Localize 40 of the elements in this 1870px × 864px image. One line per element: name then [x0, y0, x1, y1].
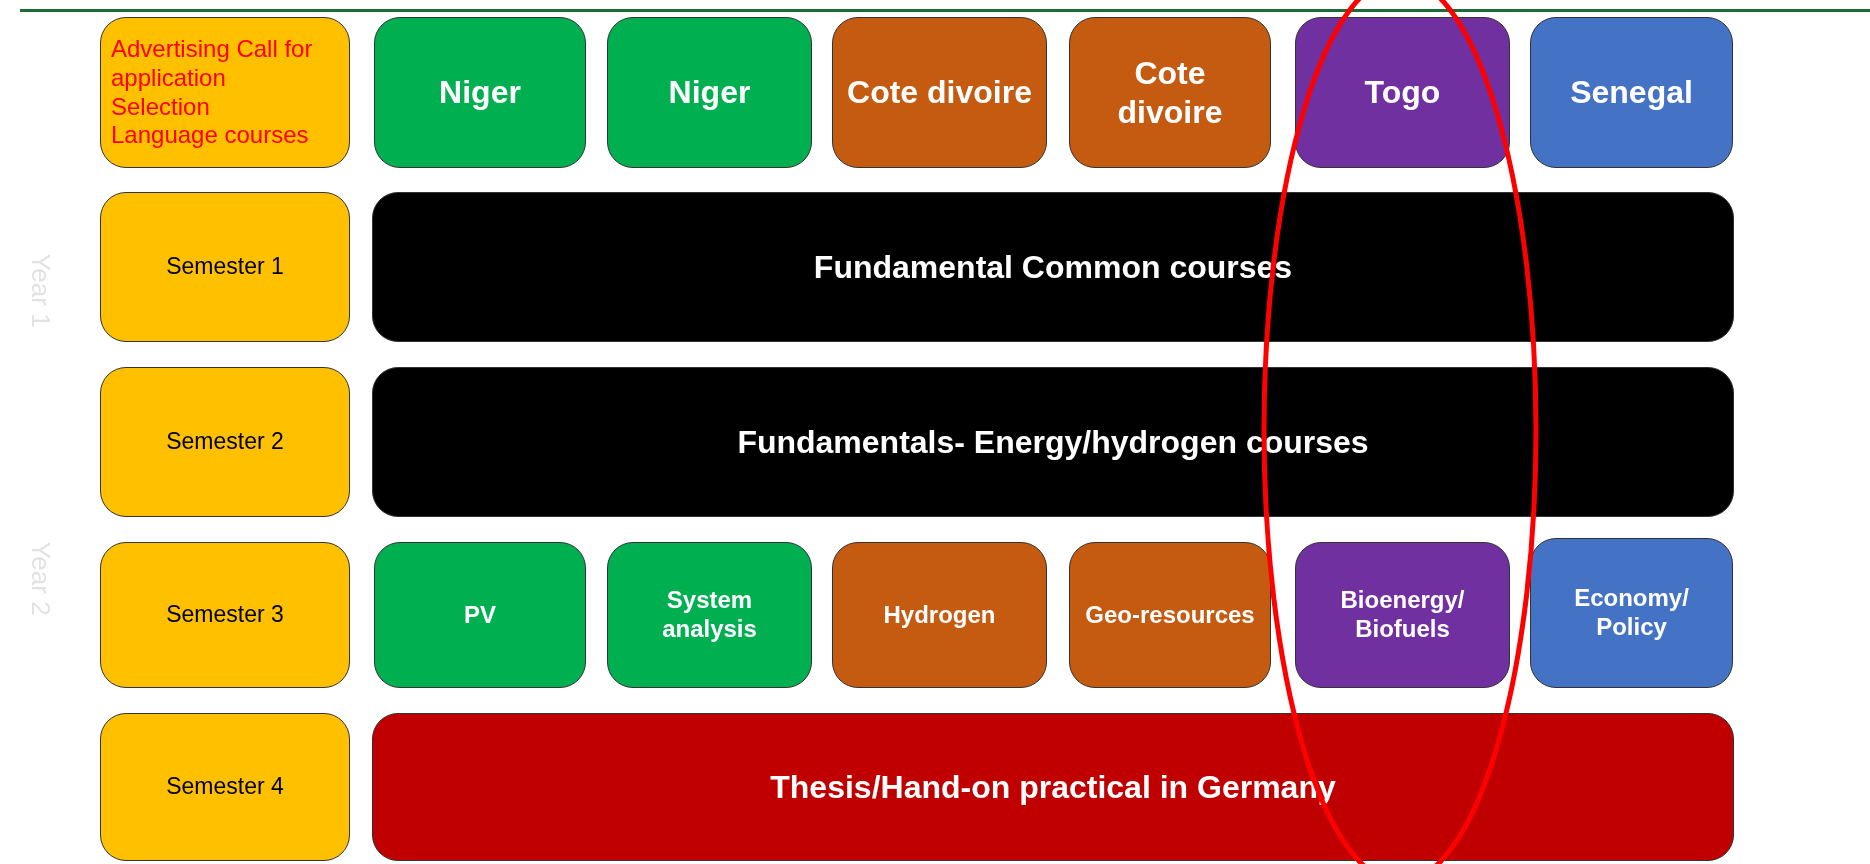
semester-label: Semester 4: [166, 773, 284, 801]
course-bar: [372, 367, 1734, 517]
semester-label: Semester 1: [166, 253, 284, 281]
country-name: Cote divoire: [1116, 54, 1224, 131]
course-bar: [372, 192, 1734, 342]
specialization-box: [1295, 542, 1510, 688]
semester-box: [100, 542, 350, 688]
specialization-box: [832, 542, 1047, 688]
intake-steps-text: Language courses: [111, 121, 309, 151]
country-name: Senegal: [1570, 73, 1693, 112]
specialization-name: Hydrogen: [883, 600, 996, 630]
country-name: Niger: [439, 73, 521, 112]
specialization-name: System analysis: [661, 586, 758, 644]
country-box: [1295, 17, 1510, 168]
semester-label: Semester 2: [166, 428, 284, 456]
country-box: [1530, 17, 1733, 168]
country-box: [832, 17, 1047, 168]
semester-box: [100, 192, 350, 342]
specialization-box: [1530, 538, 1733, 688]
intake-steps-text: Advertising Call for application: [111, 34, 314, 93]
specialization-name: Economy/ Policy: [1573, 584, 1690, 642]
country-box: [1069, 17, 1271, 168]
specialization-box: [607, 542, 812, 688]
semester-box: [100, 713, 350, 861]
thesis-bar: [372, 713, 1734, 861]
thesis-title: Thesis/Hand-on practical in Germany: [770, 767, 1336, 807]
country-box: [374, 17, 586, 168]
specialization-name: Bioenergy/ Biofuels: [1339, 586, 1466, 644]
semester-label: Semester 3: [166, 601, 284, 629]
semester-box: [100, 367, 350, 517]
specialization-box: [1069, 542, 1271, 688]
country-name: Niger: [668, 73, 751, 112]
specialization-name: PV: [464, 600, 496, 630]
specialization-box: [374, 542, 586, 688]
intake-steps-text: Selection: [111, 92, 210, 122]
country-name: Cote divoire: [847, 73, 1032, 112]
intake-box: [100, 17, 350, 168]
specialization-name: Geo-resources: [1085, 600, 1255, 630]
country-box: [607, 17, 812, 168]
country-name: Togo: [1364, 73, 1441, 112]
